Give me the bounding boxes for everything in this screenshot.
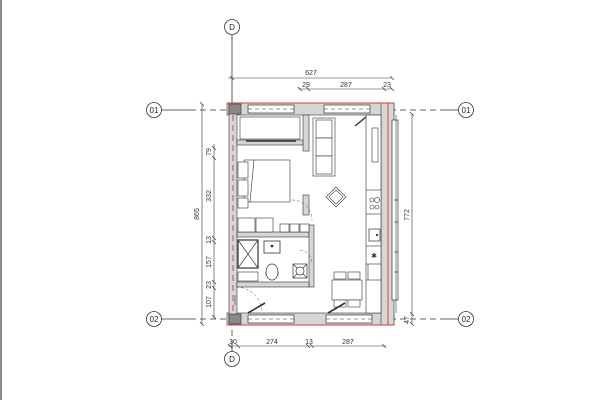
fridge <box>371 127 379 163</box>
axis-bubble-D-top: D <box>224 19 240 35</box>
column-top-left <box>228 103 242 115</box>
dim-157: 157 <box>206 256 213 268</box>
axis-bubble-02-left: 02 <box>146 311 162 327</box>
dim-287-bottom: 287 <box>342 339 354 346</box>
sofa <box>312 117 336 177</box>
dim-23-top: 23 <box>383 82 391 89</box>
kitchen-counter-lines <box>366 189 381 281</box>
dim-274: 274 <box>266 339 278 346</box>
dim-29: 29 <box>302 82 310 89</box>
bedroom-door-swing <box>291 199 313 221</box>
bathroom-door-swing <box>299 249 313 263</box>
dim-627: 627 <box>305 70 317 77</box>
svg-text:D: D <box>229 355 235 364</box>
window-sill-lines <box>248 108 372 320</box>
dim-47: 47 <box>404 316 411 324</box>
dimension-left <box>199 101 217 327</box>
svg-text:02: 02 <box>150 315 159 324</box>
dimension-right <box>409 111 415 327</box>
closet <box>239 116 301 142</box>
interior-walls <box>236 114 382 314</box>
dim-23-left: 23 <box>206 281 213 289</box>
dishwasher-icon: ✱ <box>371 252 377 260</box>
dim-107: 107 <box>206 296 213 308</box>
washing-machine <box>292 263 308 279</box>
bed <box>237 159 291 209</box>
dim-772: 772 <box>404 209 411 221</box>
axis-bubble-02-right: 02 <box>458 311 474 327</box>
column-bottom-left <box>228 313 242 325</box>
right-facade <box>394 115 398 313</box>
kitchen-sink <box>368 228 381 242</box>
exterior-outline <box>227 102 394 326</box>
axis-bubble-01-left: 01 <box>146 102 162 118</box>
svg-text:01: 01 <box>150 106 159 115</box>
dim-13-left: 13 <box>206 236 213 244</box>
balcony-door-top <box>354 116 367 127</box>
balcony-door-bottom <box>327 302 346 314</box>
svg-text:02: 02 <box>462 315 471 324</box>
storage-cabinets <box>237 217 310 233</box>
page-edge-rule <box>0 0 2 400</box>
sink <box>263 240 281 254</box>
entry-door <box>234 286 266 314</box>
svg-text:D: D <box>229 23 235 32</box>
svg-text:01: 01 <box>462 106 471 115</box>
dim-332: 332 <box>206 190 213 202</box>
axis-bubble-01-right: 01 <box>458 102 474 118</box>
axis-bubble-D-bottom: D <box>224 351 240 367</box>
dim-865: 865 <box>194 208 201 220</box>
bath-shelf <box>237 271 259 282</box>
toilet <box>265 263 279 281</box>
dining-table <box>331 271 363 308</box>
shower <box>237 239 259 269</box>
dim-13-bottom: 13 <box>305 339 313 346</box>
dim-287-top: 287 <box>340 82 352 89</box>
cooktop <box>369 197 380 210</box>
dim-30: 30 <box>229 339 237 346</box>
dimension-bottom <box>227 343 387 349</box>
dim-79: 79 <box>206 148 213 156</box>
dimension-top <box>228 75 395 92</box>
coffee-table <box>325 186 347 208</box>
